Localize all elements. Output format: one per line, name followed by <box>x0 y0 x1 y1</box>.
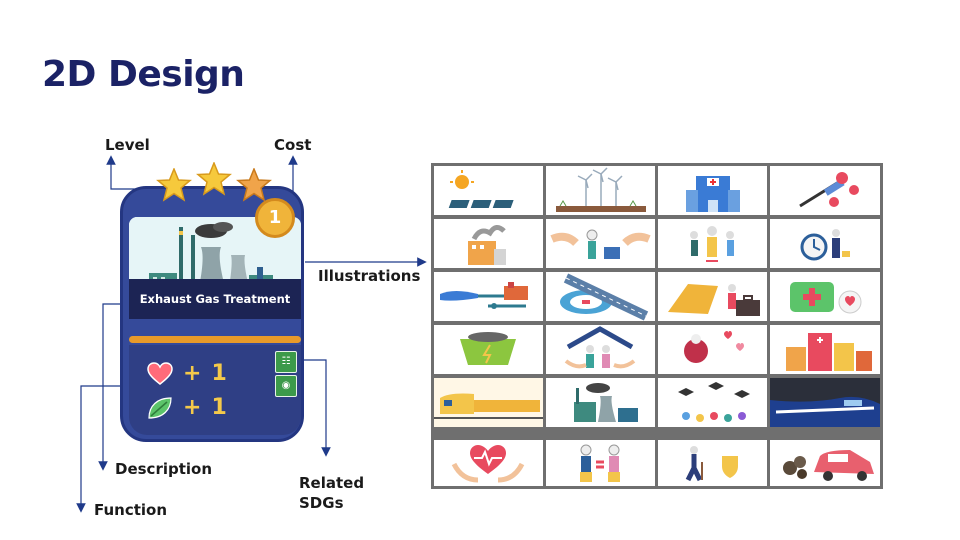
wind-turbines-icon <box>546 166 655 215</box>
level-arrow <box>106 155 158 190</box>
team-people-icon <box>658 219 767 268</box>
card-name-band: Exhaust Gas Treatment <box>129 279 301 319</box>
level-star-icon-3 <box>236 168 272 202</box>
description-label: Description <box>115 460 213 478</box>
stat-heart-operator: + <box>183 361 202 386</box>
function-label: Function <box>94 501 168 519</box>
water-pipeline-icon <box>434 272 543 321</box>
illustrations-grid <box>431 163 883 489</box>
related-sdgs-label-line2: SDGs <box>299 494 344 512</box>
heart-hands-icon <box>434 440 543 486</box>
cost-coin: 1 <box>255 198 295 238</box>
related-sdgs-label-line1: Related <box>299 474 365 492</box>
caring-hands-people-icon <box>546 219 655 268</box>
sdg-badge-1: ☷ <box>275 351 297 373</box>
stat-leaf: + 1 <box>147 395 227 420</box>
money-briefcase-icon <box>658 272 767 321</box>
solar-panels-icon <box>434 166 543 215</box>
slide-title: 2D Design <box>42 54 245 95</box>
recycling-cart-icon <box>434 325 543 374</box>
highway-interchange-icon <box>546 272 655 321</box>
stat-leaf-value: 1 <box>211 395 227 420</box>
gender-equality-icon <box>546 440 655 486</box>
graduation-caps-icon <box>658 378 767 427</box>
clock-person-icon <box>770 219 880 268</box>
medical-kit-icon <box>770 272 880 321</box>
bullet-train-icon <box>770 378 880 427</box>
house-family-icon <box>546 325 655 374</box>
level-star-icon-1 <box>156 168 192 202</box>
leaf-icon <box>148 396 172 419</box>
train-station-icon <box>434 378 543 427</box>
card-divider <box>129 336 301 343</box>
elderly-shield-icon <box>658 440 767 486</box>
heart-icon <box>147 361 173 385</box>
cost-label: Cost <box>274 136 312 154</box>
related-sdgs-label: Related SDGs <box>299 473 364 513</box>
card-stats-panel <box>129 345 301 435</box>
level-star-icon-2 <box>196 162 232 196</box>
hospital-icon <box>658 166 767 215</box>
stat-heart-value: 1 <box>211 361 227 386</box>
charity-hearts-icon <box>658 325 767 374</box>
sdg-badge-2: ◉ <box>275 375 297 397</box>
illustrations-label: Illustrations <box>318 267 421 285</box>
car-pollution-icon <box>770 440 880 486</box>
card-name: Exhaust Gas Treatment <box>139 292 291 306</box>
stat-leaf-operator: + <box>183 395 202 420</box>
factory-smoke-icon <box>434 219 543 268</box>
stat-heart: + 1 <box>147 361 227 386</box>
vaccine-icon <box>770 166 880 215</box>
factory-emission-icon <box>546 378 655 427</box>
city-buildings-icon <box>770 325 880 374</box>
level-label: Level <box>105 136 150 154</box>
